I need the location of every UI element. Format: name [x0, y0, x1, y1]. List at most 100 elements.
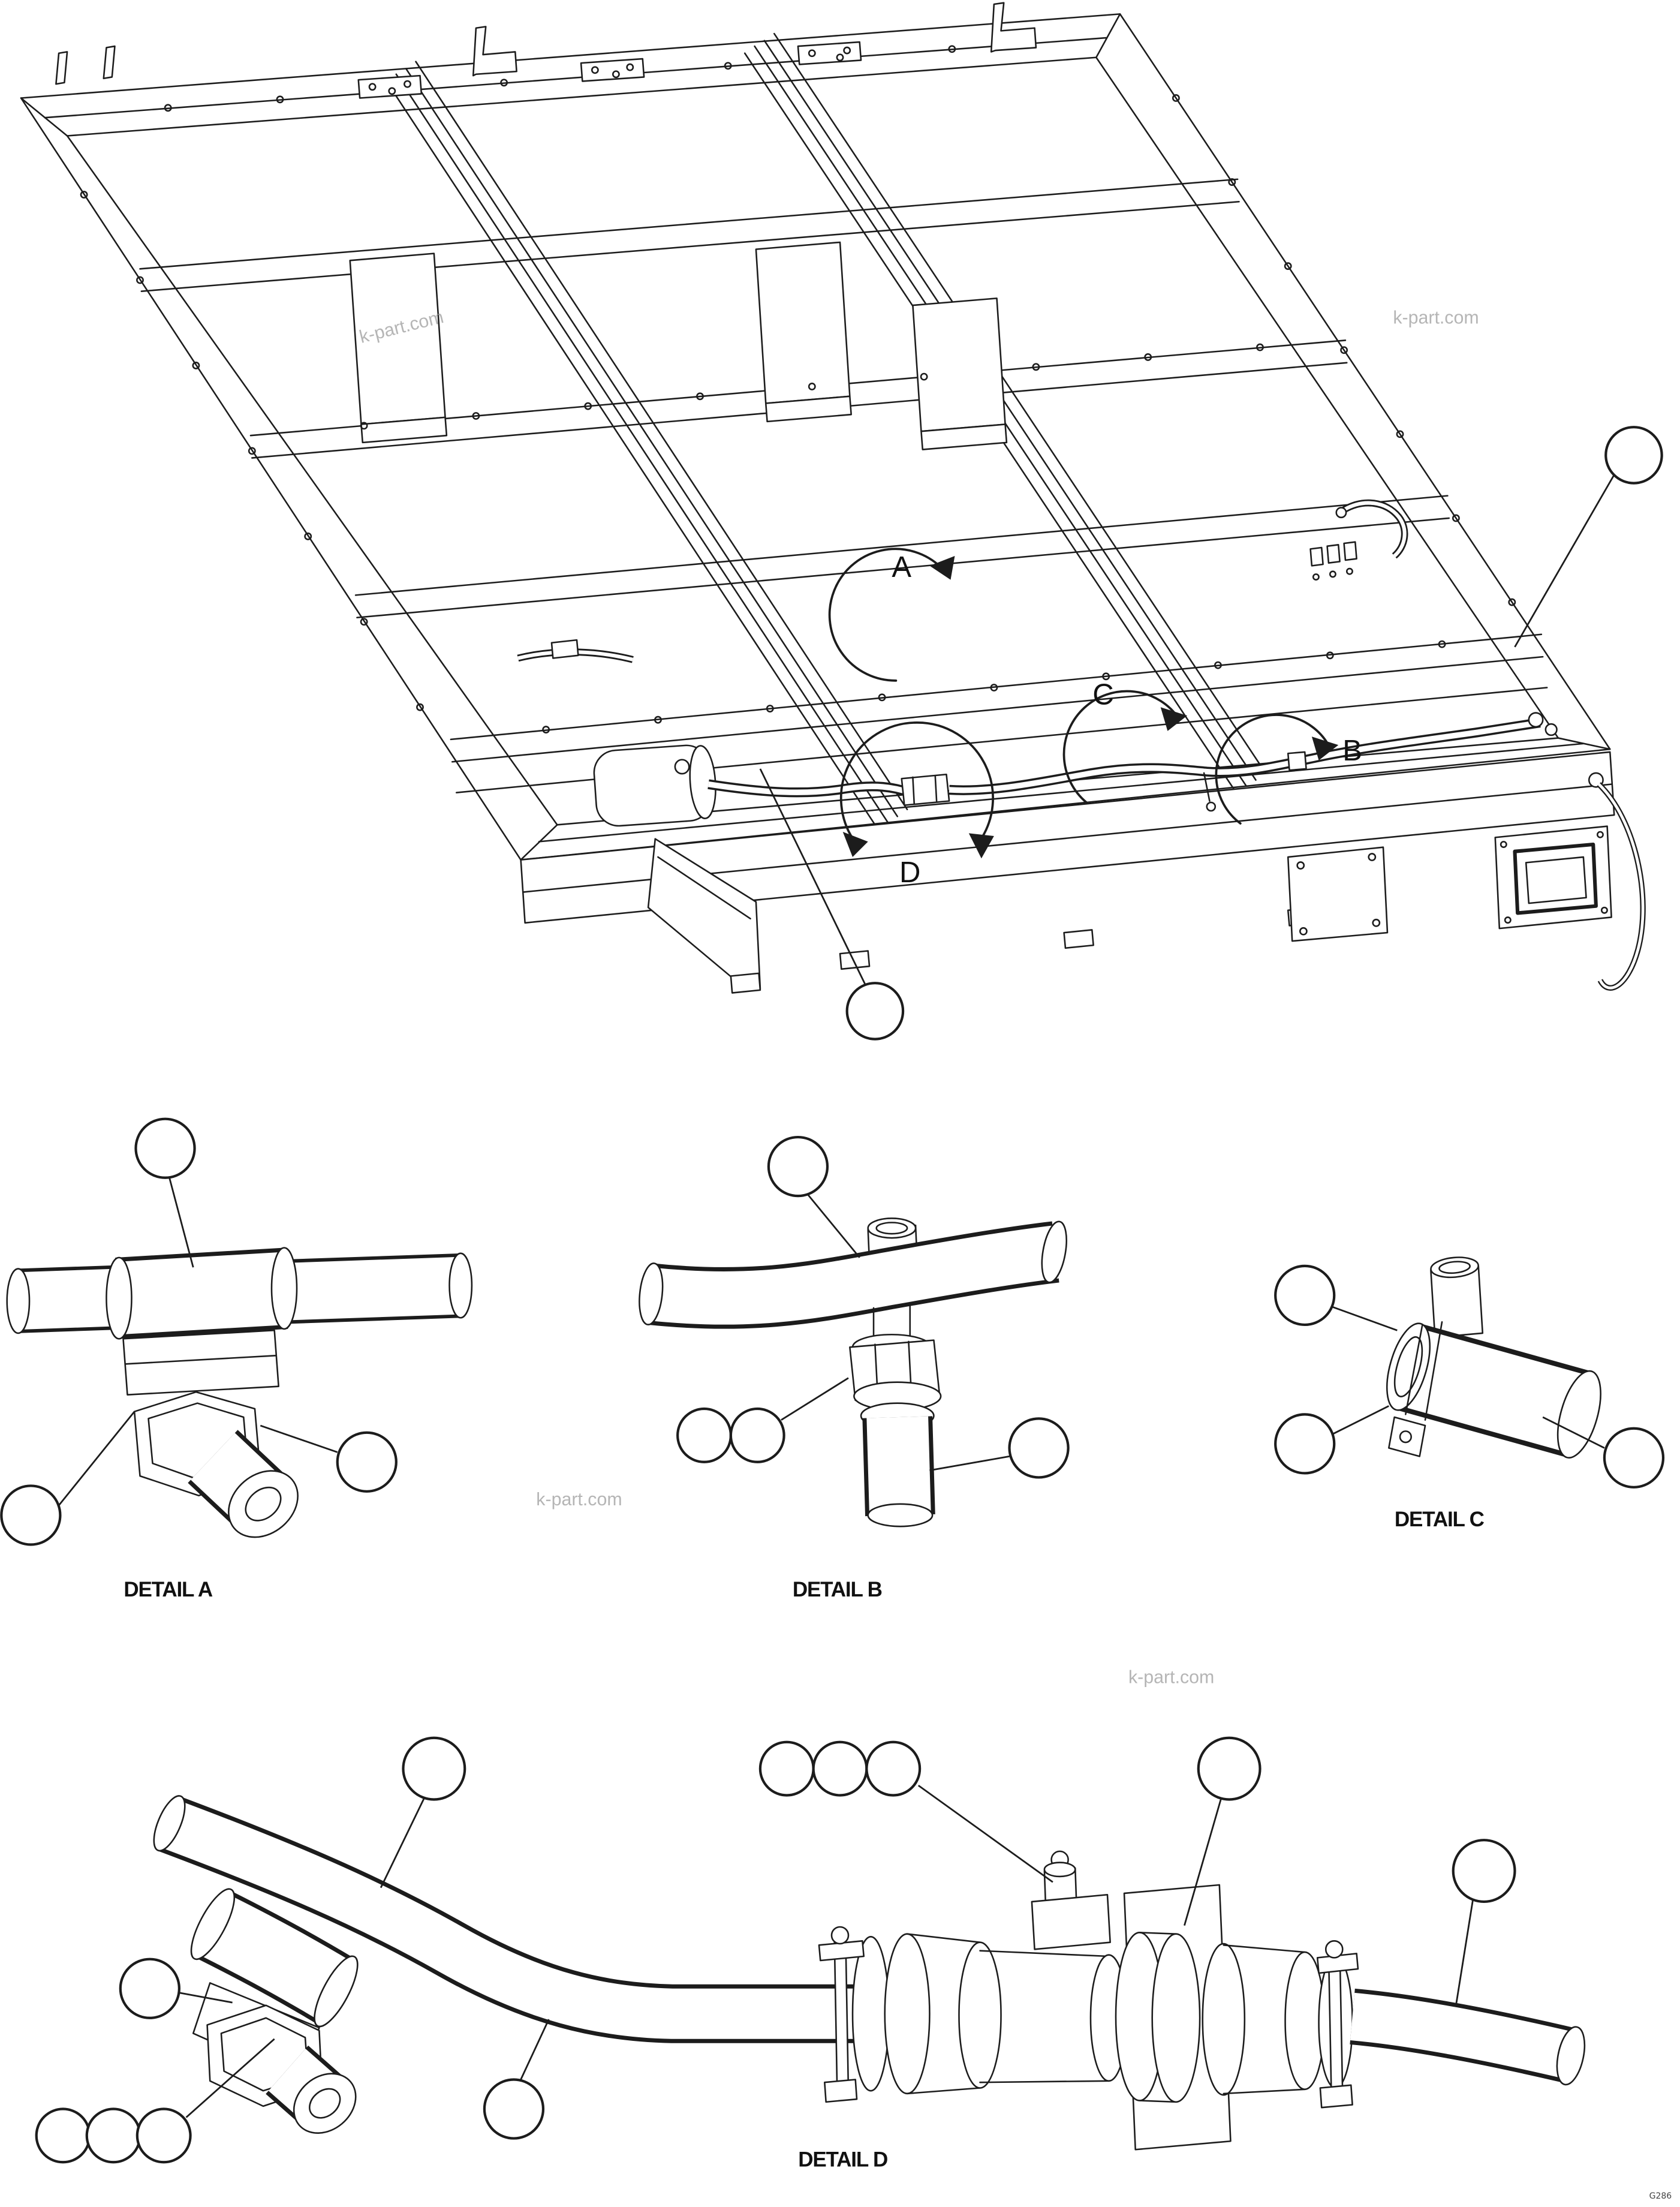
callout-balloon: [483, 2078, 545, 2140]
hose-end: [1556, 1370, 1601, 1459]
leader-line: [260, 1424, 338, 1453]
callout-balloon: [676, 1407, 732, 1463]
detail-a-view: DETAIL A: [0, 1117, 473, 1601]
arrowhead-icon: [842, 832, 868, 858]
detail-d-view: DETAIL D: [35, 1736, 1586, 2171]
leader-line: [179, 1992, 233, 2004]
hose-end: [1556, 2026, 1586, 2086]
callout-balloon: [1274, 1264, 1336, 1327]
power-receptacle: [1494, 825, 1612, 930]
hose-end: [448, 1252, 473, 1319]
detail-marker-letter-c: C: [1092, 679, 1113, 711]
leader-line: [1332, 1405, 1389, 1435]
mounting-brackets: [55, 2, 1037, 99]
leader-line: [1184, 1799, 1222, 1926]
detail-d-label: DETAIL D: [798, 2148, 887, 2171]
hose-end: [639, 1262, 664, 1325]
watermark: k-part.com: [536, 1490, 622, 1510]
leader-line: [380, 1797, 425, 1889]
callout-balloon: [85, 2107, 141, 2164]
leader-line: [168, 1177, 194, 1268]
hose-end: [153, 1795, 186, 1852]
detail-a-label: DETAIL A: [124, 1578, 212, 1601]
top-fitting-bracket: [1031, 1893, 1111, 1950]
reservoir-tank: [593, 744, 716, 827]
coupler-disc: [1151, 1933, 1201, 2103]
leader-line: [917, 1785, 1053, 1883]
leader-line: [759, 768, 866, 985]
leader-line: [1542, 1416, 1605, 1449]
clamp-stud: [833, 1936, 850, 2095]
deck-perimeter: [20, 13, 1611, 861]
clamp-tab: [1388, 1416, 1426, 1457]
arrowhead-icon: [929, 556, 955, 580]
fuel-hose-run: [517, 499, 1646, 991]
callout-balloon: [845, 982, 905, 1041]
detail-marker-a: A: [828, 548, 955, 682]
leader-line: [1514, 474, 1615, 648]
callout-balloon: [1452, 1839, 1516, 1904]
fitting-face: [293, 2073, 357, 2134]
hose-coupler: [901, 773, 950, 806]
callout-balloon: [1603, 1427, 1665, 1489]
front-skirt: [520, 751, 1615, 994]
leader-line: [520, 2019, 550, 2080]
detail-marker-b: B: [1215, 714, 1362, 825]
sleeve-end: [106, 1256, 133, 1340]
leader-line: [1331, 1306, 1398, 1331]
sleeve-end: [314, 1955, 359, 2028]
callout-balloon: [336, 1431, 398, 1493]
leader-line: [58, 1411, 136, 1507]
callout-balloon: [35, 2107, 91, 2164]
detail-marker-letter-a: A: [892, 551, 911, 584]
bolt-holes: [80, 45, 1516, 733]
sleeve-end: [270, 1247, 298, 1330]
arrowhead-icon: [1160, 707, 1188, 731]
tee-fitting: [1528, 712, 1544, 728]
connector-blocks: [1309, 541, 1357, 581]
detail-marker-letter-b: B: [1342, 735, 1362, 767]
callout-balloon: [729, 1407, 785, 1463]
callout-balloon: [1274, 1413, 1336, 1475]
detail-marker-c: C: [1062, 679, 1188, 804]
leader-line: [1455, 1900, 1474, 2005]
callout-balloon: [865, 1740, 922, 1797]
sleeve-end: [190, 1888, 236, 1961]
drawing-code: G286: [1649, 2191, 1672, 2201]
callout-balloon: [402, 1736, 466, 1801]
hose-clip: [1287, 751, 1307, 771]
callout-balloon: [1604, 426, 1663, 485]
callout-balloon: [1197, 1736, 1261, 1801]
main-assembly-view: A C B D: [20, 2, 1663, 1041]
watermark: k-part.com: [1128, 1668, 1214, 1688]
callout-balloon: [1008, 1417, 1070, 1479]
coupler-disc: [958, 1941, 1002, 2089]
detail-b-label: DETAIL B: [793, 1578, 882, 1601]
detail-b-view: DETAIL B: [639, 1135, 1070, 1601]
valve-body-end: [867, 1503, 934, 1528]
callout-balloon: [758, 1740, 815, 1797]
callout-balloon: [0, 1484, 62, 1546]
leader-line: [807, 1193, 860, 1258]
watermark: k-part.com: [1393, 308, 1479, 327]
deck-inner-rail: [66, 56, 1559, 826]
callout-balloon: [134, 1117, 196, 1179]
coupler-disc: [1202, 1943, 1246, 2096]
longitudinal-beams: [386, 32, 1267, 830]
hose-end: [1041, 1220, 1067, 1283]
leader-line: [781, 1377, 849, 1421]
main-callouts: [759, 426, 1663, 1041]
leader-line: [929, 1456, 1010, 1472]
detail-c-view: DETAIL C: [1274, 1256, 1665, 1531]
detail-c-label: DETAIL C: [1395, 1508, 1485, 1531]
access-plate: [1287, 846, 1389, 942]
hose-end: [6, 1268, 31, 1334]
fitting-face: [228, 1470, 299, 1538]
detail-marker-d: D: [839, 721, 994, 889]
clamp-bracket: [122, 1329, 279, 1396]
detail-marker-letter-d: D: [899, 856, 920, 889]
leader-line: [185, 2038, 275, 2118]
callout-balloon: [119, 1958, 180, 2019]
raised-channels: [349, 241, 1008, 450]
